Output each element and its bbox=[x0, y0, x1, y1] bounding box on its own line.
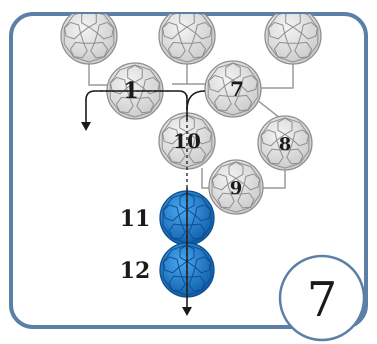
ball-11-label: 11 bbox=[120, 206, 151, 232]
corner-badge: 7 bbox=[278, 254, 366, 342]
top-1 bbox=[60, 14, 118, 65]
top-2-shell bbox=[158, 14, 216, 65]
ball-8-facets bbox=[260, 117, 310, 169]
ball-7: 7 bbox=[204, 60, 262, 118]
flow-arrows bbox=[85, 90, 206, 308]
top-2-facets bbox=[161, 14, 213, 63]
ball-8-shell bbox=[257, 115, 313, 171]
top-3 bbox=[264, 14, 322, 65]
top-3-facets bbox=[267, 14, 319, 63]
ball-8: 8 bbox=[257, 115, 313, 171]
ball-9-facets bbox=[211, 161, 261, 213]
ball-7-shell bbox=[204, 60, 262, 118]
top-1-shell bbox=[60, 14, 118, 65]
ball-8-label: 8 bbox=[279, 134, 292, 155]
top-1-facets bbox=[63, 14, 115, 63]
ball-9-label: 9 bbox=[230, 178, 243, 199]
ball-12-label: 12 bbox=[120, 258, 151, 284]
ball-7-facets bbox=[207, 62, 259, 116]
arrowhead-left bbox=[81, 122, 91, 131]
corner-badge-label: 7 bbox=[307, 272, 338, 328]
ball-9: 9 bbox=[208, 159, 264, 215]
arrowhead-bottom bbox=[182, 307, 192, 316]
ball-9-shell bbox=[208, 159, 264, 215]
ball-7-label: 7 bbox=[230, 77, 244, 101]
top-3-shell bbox=[264, 14, 322, 65]
top-2 bbox=[158, 14, 216, 65]
